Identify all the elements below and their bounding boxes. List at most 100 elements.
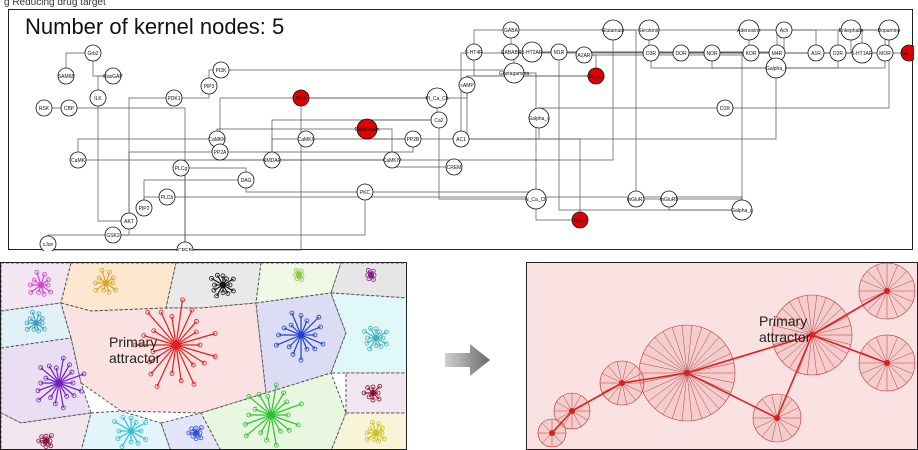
basin-region [331,412,406,449]
node-gaba: GABA [502,21,520,39]
node-label: Grb2 [87,51,98,57]
node-label: 5-HT4R [465,50,483,56]
basin-violet [35,355,87,411]
basin-yellow [364,419,387,444]
node-pdk1: PDK1 [165,89,183,107]
node-label: D1R [720,106,730,112]
node-label: Gbetagamma [499,71,530,77]
node-label: CBP [64,106,75,112]
node-camkiv: CaMKIV [383,151,402,169]
node-sam68: SAM68 [57,67,75,85]
node-m1r: M1R [550,43,568,61]
network-edge [538,107,725,118]
node-cjun: cJun [39,235,57,251]
node-label: SAM68 [58,74,75,80]
node-label: Serotonin [638,28,660,34]
node-d2r: D2R [829,44,847,62]
node-label: Glutamate [601,28,624,34]
node-label: DOR [675,51,687,57]
basin-primary [132,297,218,389]
network-title: Number of kernel nodes: 5 [25,14,285,39]
node-label: KOR [746,51,757,57]
node-label: GSK3 [106,233,120,239]
node-d1r: D1R [716,99,734,117]
network-edge [77,138,217,160]
arrow-right-icon [445,344,490,376]
node-label: M1R [554,50,565,56]
node-ac1: AC1 [452,130,470,148]
node-adenosine: Adenosine [737,19,761,41]
node-label: Enkephalin [839,28,864,34]
node-label: Ga_q_s [587,74,605,80]
label-line-2: attractor [759,329,811,345]
network-edge [181,167,247,180]
node-label: RasGAP [103,74,123,80]
node-label: PIP3 [204,84,215,90]
node-label: Adenosine [737,28,761,34]
basin-lime [293,267,305,282]
node-a2ar: A2AR [575,46,593,64]
network-edge [128,151,220,221]
node-label: N_Ca_Ch [525,197,547,203]
node-5-ht4r: 5-HT4R [465,43,483,61]
node-pip3: PIP3 [200,77,218,95]
network-edge [514,72,537,199]
node-dor: DOR [672,44,690,62]
node-label: MOR [879,51,891,57]
basin-blue-2 [186,425,204,442]
primary-attractor-label-right: Primary attractor [759,313,810,345]
basin-black [209,272,236,299]
basin-region [60,302,267,414]
node-nor: NOR [703,44,721,62]
network-edge [636,198,743,210]
network-edge [438,120,536,200]
node-akt: AKT [120,212,138,230]
network-edge [184,159,392,250]
node-rasgap: RasGAP [103,67,123,85]
network-edge [221,69,515,73]
node-label: DAG [241,178,252,184]
node-mglur5: mGluR5 [660,190,679,208]
node-label: PP2A [214,150,227,156]
network-edge [219,97,301,152]
node-label: PI3K [216,68,228,74]
node-label: cAMP [460,83,474,89]
label-line-1: Primary [109,334,158,350]
node-label: NMDAR [263,158,282,164]
node-label: Ca2 [434,118,443,124]
node-nmdar: NMDAR [263,151,282,169]
basin-maroon [361,383,383,403]
node-label: Galpha_s [528,116,550,122]
node-mor: MOR [876,44,894,62]
basin-cyan-2 [112,414,149,449]
node-label: mGluR5 [660,197,679,203]
node-galpha_s: Galpha_s [528,107,550,129]
node-dopamine: Dopamine [878,19,901,41]
label-line-2: attractor [109,350,161,366]
node-ca2: Ca2 [430,111,448,129]
node-calmodulin: Calmodulin [354,118,380,140]
attractor-landscape-graphic [1,263,406,449]
node-ga_olf: Ga_olf [900,44,914,62]
node-label: PIP2 [139,206,150,212]
node-a1r: A1R [807,44,825,62]
node-label: 5-HT2AR [522,50,543,56]
network-edge [216,128,367,139]
node-pp2a: PP2A [211,143,229,161]
node-enkephalin: Enkephalin [839,19,864,41]
basin-purple [365,267,377,282]
network-edge [532,30,650,53]
basin-green [243,382,304,448]
label-line-1: Primary [759,313,808,329]
node-gsk3: GSK3 [104,226,122,244]
node-label: CaMKIV [383,158,402,164]
network-edge [47,234,113,244]
node-label: PKC [360,190,371,196]
basin-teal [24,309,47,334]
network-edge [220,139,414,153]
basin-orange [93,267,119,295]
network-edge [460,52,909,139]
node-creb: CREB [176,241,194,251]
node-label: M4R [772,51,783,57]
